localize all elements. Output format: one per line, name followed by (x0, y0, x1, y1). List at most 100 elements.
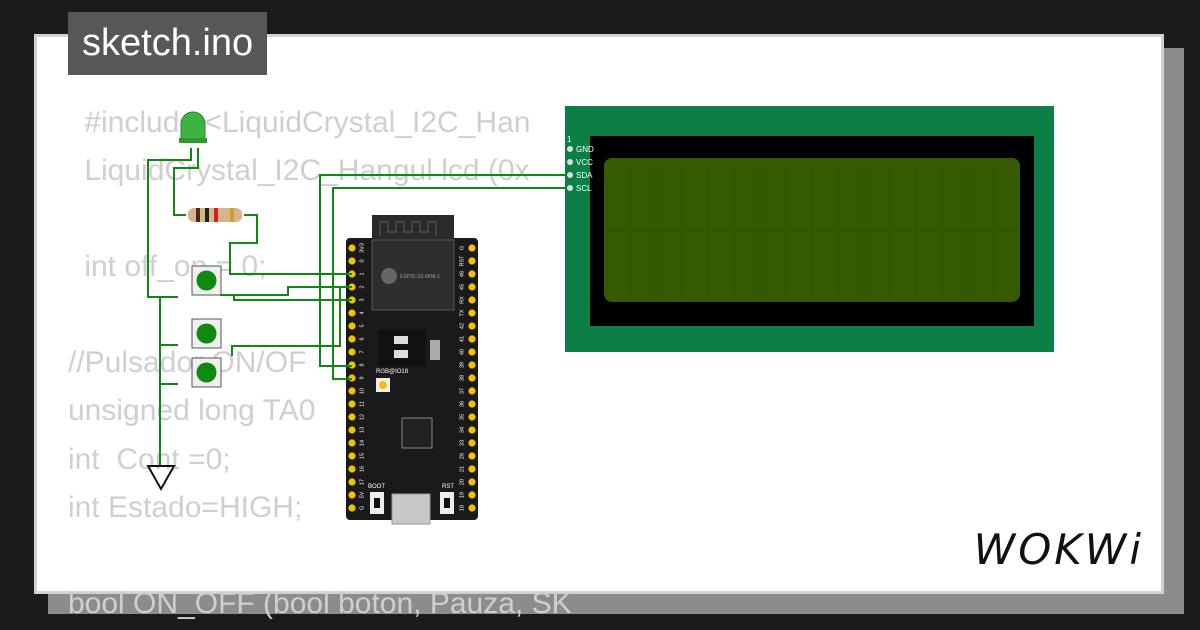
header-pin-label: 13 (359, 427, 365, 433)
espressif-logo-icon (381, 268, 397, 284)
header-pin[interactable] (468, 296, 476, 304)
lcd-pin-vcc[interactable] (567, 159, 573, 165)
module-label: ESP32-S2-MINI-1 (400, 274, 440, 280)
reset-button-cap (444, 498, 450, 508)
header-pin-label: 40 (459, 349, 465, 355)
lcd-pin-gnd[interactable] (567, 146, 573, 152)
header-pin-label: RX (459, 296, 465, 304)
green-led[interactable] (179, 111, 207, 143)
header-pin[interactable] (348, 465, 356, 473)
pushbutton-1[interactable] (191, 265, 222, 296)
header-pin-label: 12 (359, 414, 365, 420)
header-pin[interactable] (348, 335, 356, 343)
pushbutton-3[interactable] (191, 357, 222, 388)
header-pin-label: 45 (459, 284, 465, 290)
lcd-pin-sda[interactable] (567, 172, 573, 178)
header-pin[interactable] (468, 452, 476, 460)
header-pin-label: 26 (459, 453, 465, 459)
header-pin-label: 5V (359, 491, 365, 498)
header-pin-label: 38 (459, 375, 465, 381)
header-pin-label: 8 (359, 363, 365, 366)
voltage-regulator (378, 330, 426, 366)
header-pin[interactable] (468, 374, 476, 382)
rgb-led-label: RGB@IO18 (376, 369, 409, 375)
header-pin[interactable] (348, 413, 356, 421)
header-pin[interactable] (468, 504, 476, 512)
header-pin[interactable] (468, 270, 476, 278)
header-pin[interactable] (468, 309, 476, 317)
wire-led-anode (173, 148, 199, 216)
resistor-band (196, 208, 200, 222)
resistor-band (205, 208, 209, 222)
header-pin[interactable] (348, 348, 356, 356)
sketch-title-tag[interactable]: sketch.ino (68, 12, 268, 75)
header-pin[interactable] (348, 322, 356, 330)
right-header: GRST4645RXTX4241403938373635343326212019… (459, 244, 476, 512)
lcd-pin-scl[interactable] (567, 185, 573, 191)
header-pin-label: 20 (459, 479, 465, 485)
header-pin[interactable] (348, 439, 356, 447)
header-pin[interactable] (468, 478, 476, 486)
esp32-s2-board[interactable]: ESP32-S2-MINI-1 RGB@IO18 BOOT RST 3V3012… (346, 215, 478, 525)
usb-port[interactable] (391, 493, 431, 525)
header-pin-label: 1 (359, 272, 365, 275)
header-pin-label: 4 (359, 311, 365, 314)
led-rim (179, 138, 207, 143)
header-pin[interactable] (468, 257, 476, 265)
boot-button-cap (374, 498, 380, 508)
pushbutton-2[interactable] (191, 318, 222, 349)
header-pin-label: 3V3 (359, 243, 365, 253)
header-pin-label: 41 (459, 336, 465, 342)
wire-scl (332, 187, 566, 380)
header-pin[interactable] (468, 439, 476, 447)
rst-label: RST (442, 484, 454, 490)
header-pin-label: 21 (459, 466, 465, 472)
header-pin[interactable] (468, 244, 476, 252)
wire-gnd-btn2 (159, 297, 178, 346)
header-pin[interactable] (468, 283, 476, 291)
header-pin[interactable] (348, 309, 356, 317)
lcd-display[interactable]: 1 GND VCC SDA SCL (565, 106, 1054, 352)
header-pin[interactable] (348, 244, 356, 252)
header-pin-label: 42 (459, 323, 465, 329)
header-pin-label: 7 (359, 350, 365, 353)
resistor[interactable] (188, 208, 242, 222)
header-pin[interactable] (348, 257, 356, 265)
header-pin[interactable] (348, 452, 356, 460)
header-pin[interactable] (468, 491, 476, 499)
lcd-pin-label: SDA (576, 171, 593, 180)
header-pin[interactable] (468, 387, 476, 395)
rgb-led-lens (379, 381, 387, 389)
wire-sda (319, 174, 566, 367)
header-pin-label: 39 (459, 362, 465, 368)
header-pin[interactable] (348, 504, 356, 512)
wires (147, 148, 566, 465)
resistor-band (230, 208, 234, 222)
header-pin-label: 2 (359, 285, 365, 288)
header-pin[interactable] (468, 400, 476, 408)
header-pin-label: 19 (459, 492, 465, 498)
header-pin[interactable] (468, 413, 476, 421)
button-cap (196, 323, 217, 344)
header-pin-label: 5 (359, 324, 365, 327)
wire-led-gnd (147, 148, 192, 298)
header-pin[interactable] (468, 426, 476, 434)
header-pin-label: 10 (359, 388, 365, 394)
usb-chip (401, 417, 433, 449)
header-pin[interactable] (348, 387, 356, 395)
header-pin[interactable] (348, 491, 356, 499)
resistor-band (214, 208, 218, 222)
header-pin[interactable] (348, 400, 356, 408)
header-pin[interactable] (348, 478, 356, 486)
header-pin[interactable] (468, 335, 476, 343)
header-pin[interactable] (468, 322, 476, 330)
header-pin[interactable] (468, 348, 476, 356)
header-pin-label: 16 (359, 466, 365, 472)
header-pin[interactable] (468, 465, 476, 473)
boot-label: BOOT (368, 484, 385, 490)
header-pin-label: 35 (459, 414, 465, 420)
header-pin[interactable] (468, 361, 476, 369)
header-pin[interactable] (348, 426, 356, 434)
